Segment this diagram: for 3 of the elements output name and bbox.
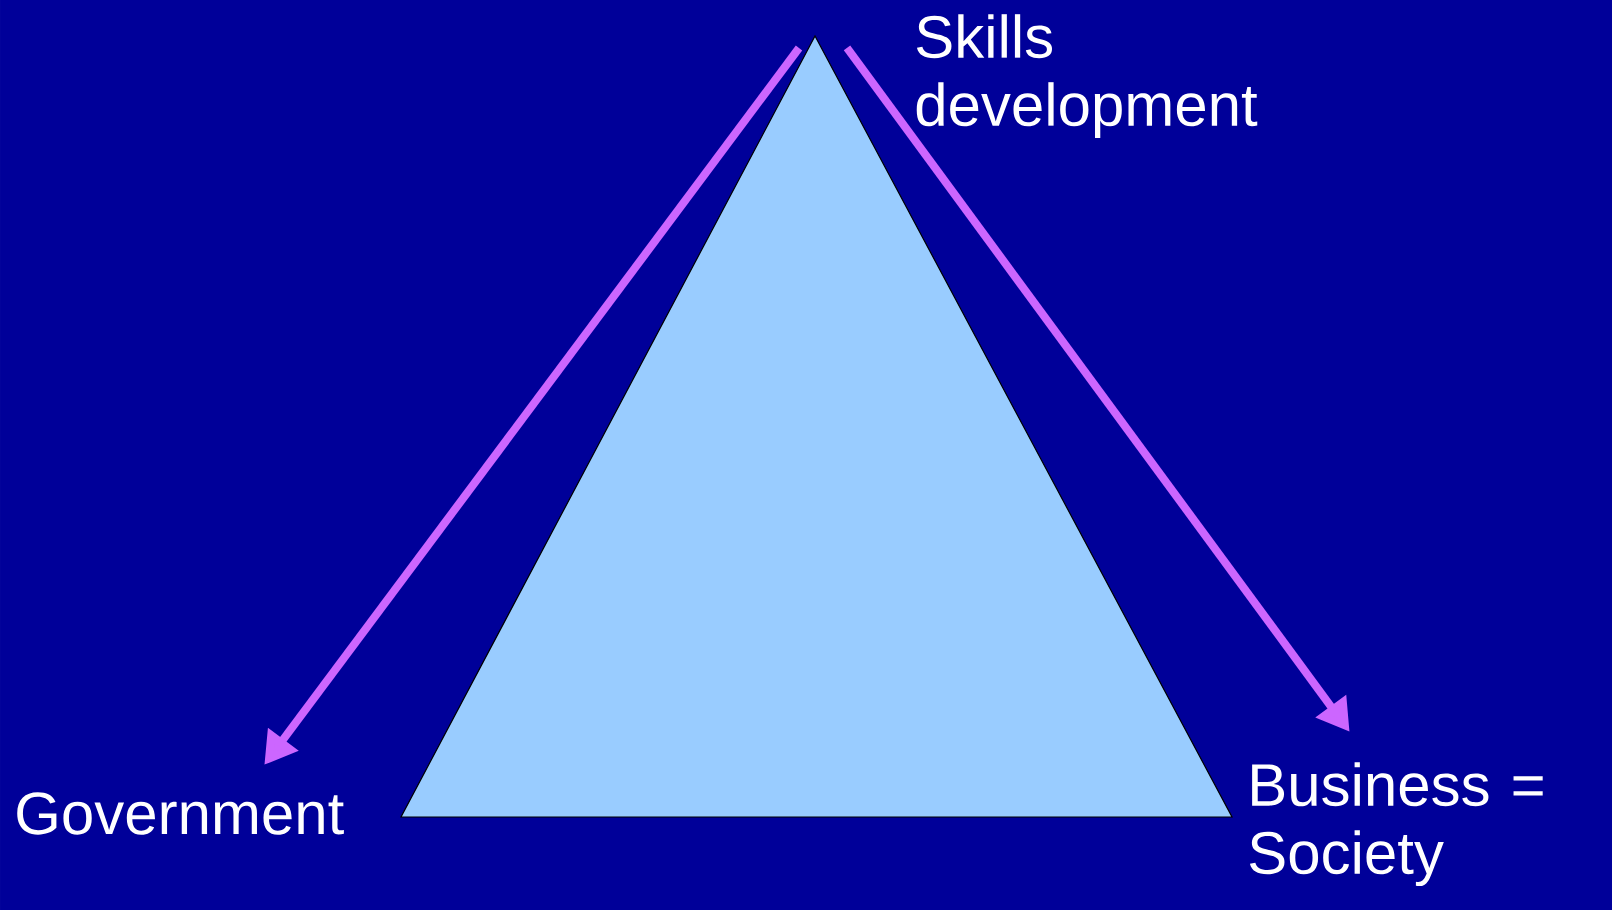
node-label: Government <box>17 792 344 835</box>
node-label: Skills development <box>916 14 1258 139</box>
node-label: Business = Society <box>1249 762 1543 887</box>
